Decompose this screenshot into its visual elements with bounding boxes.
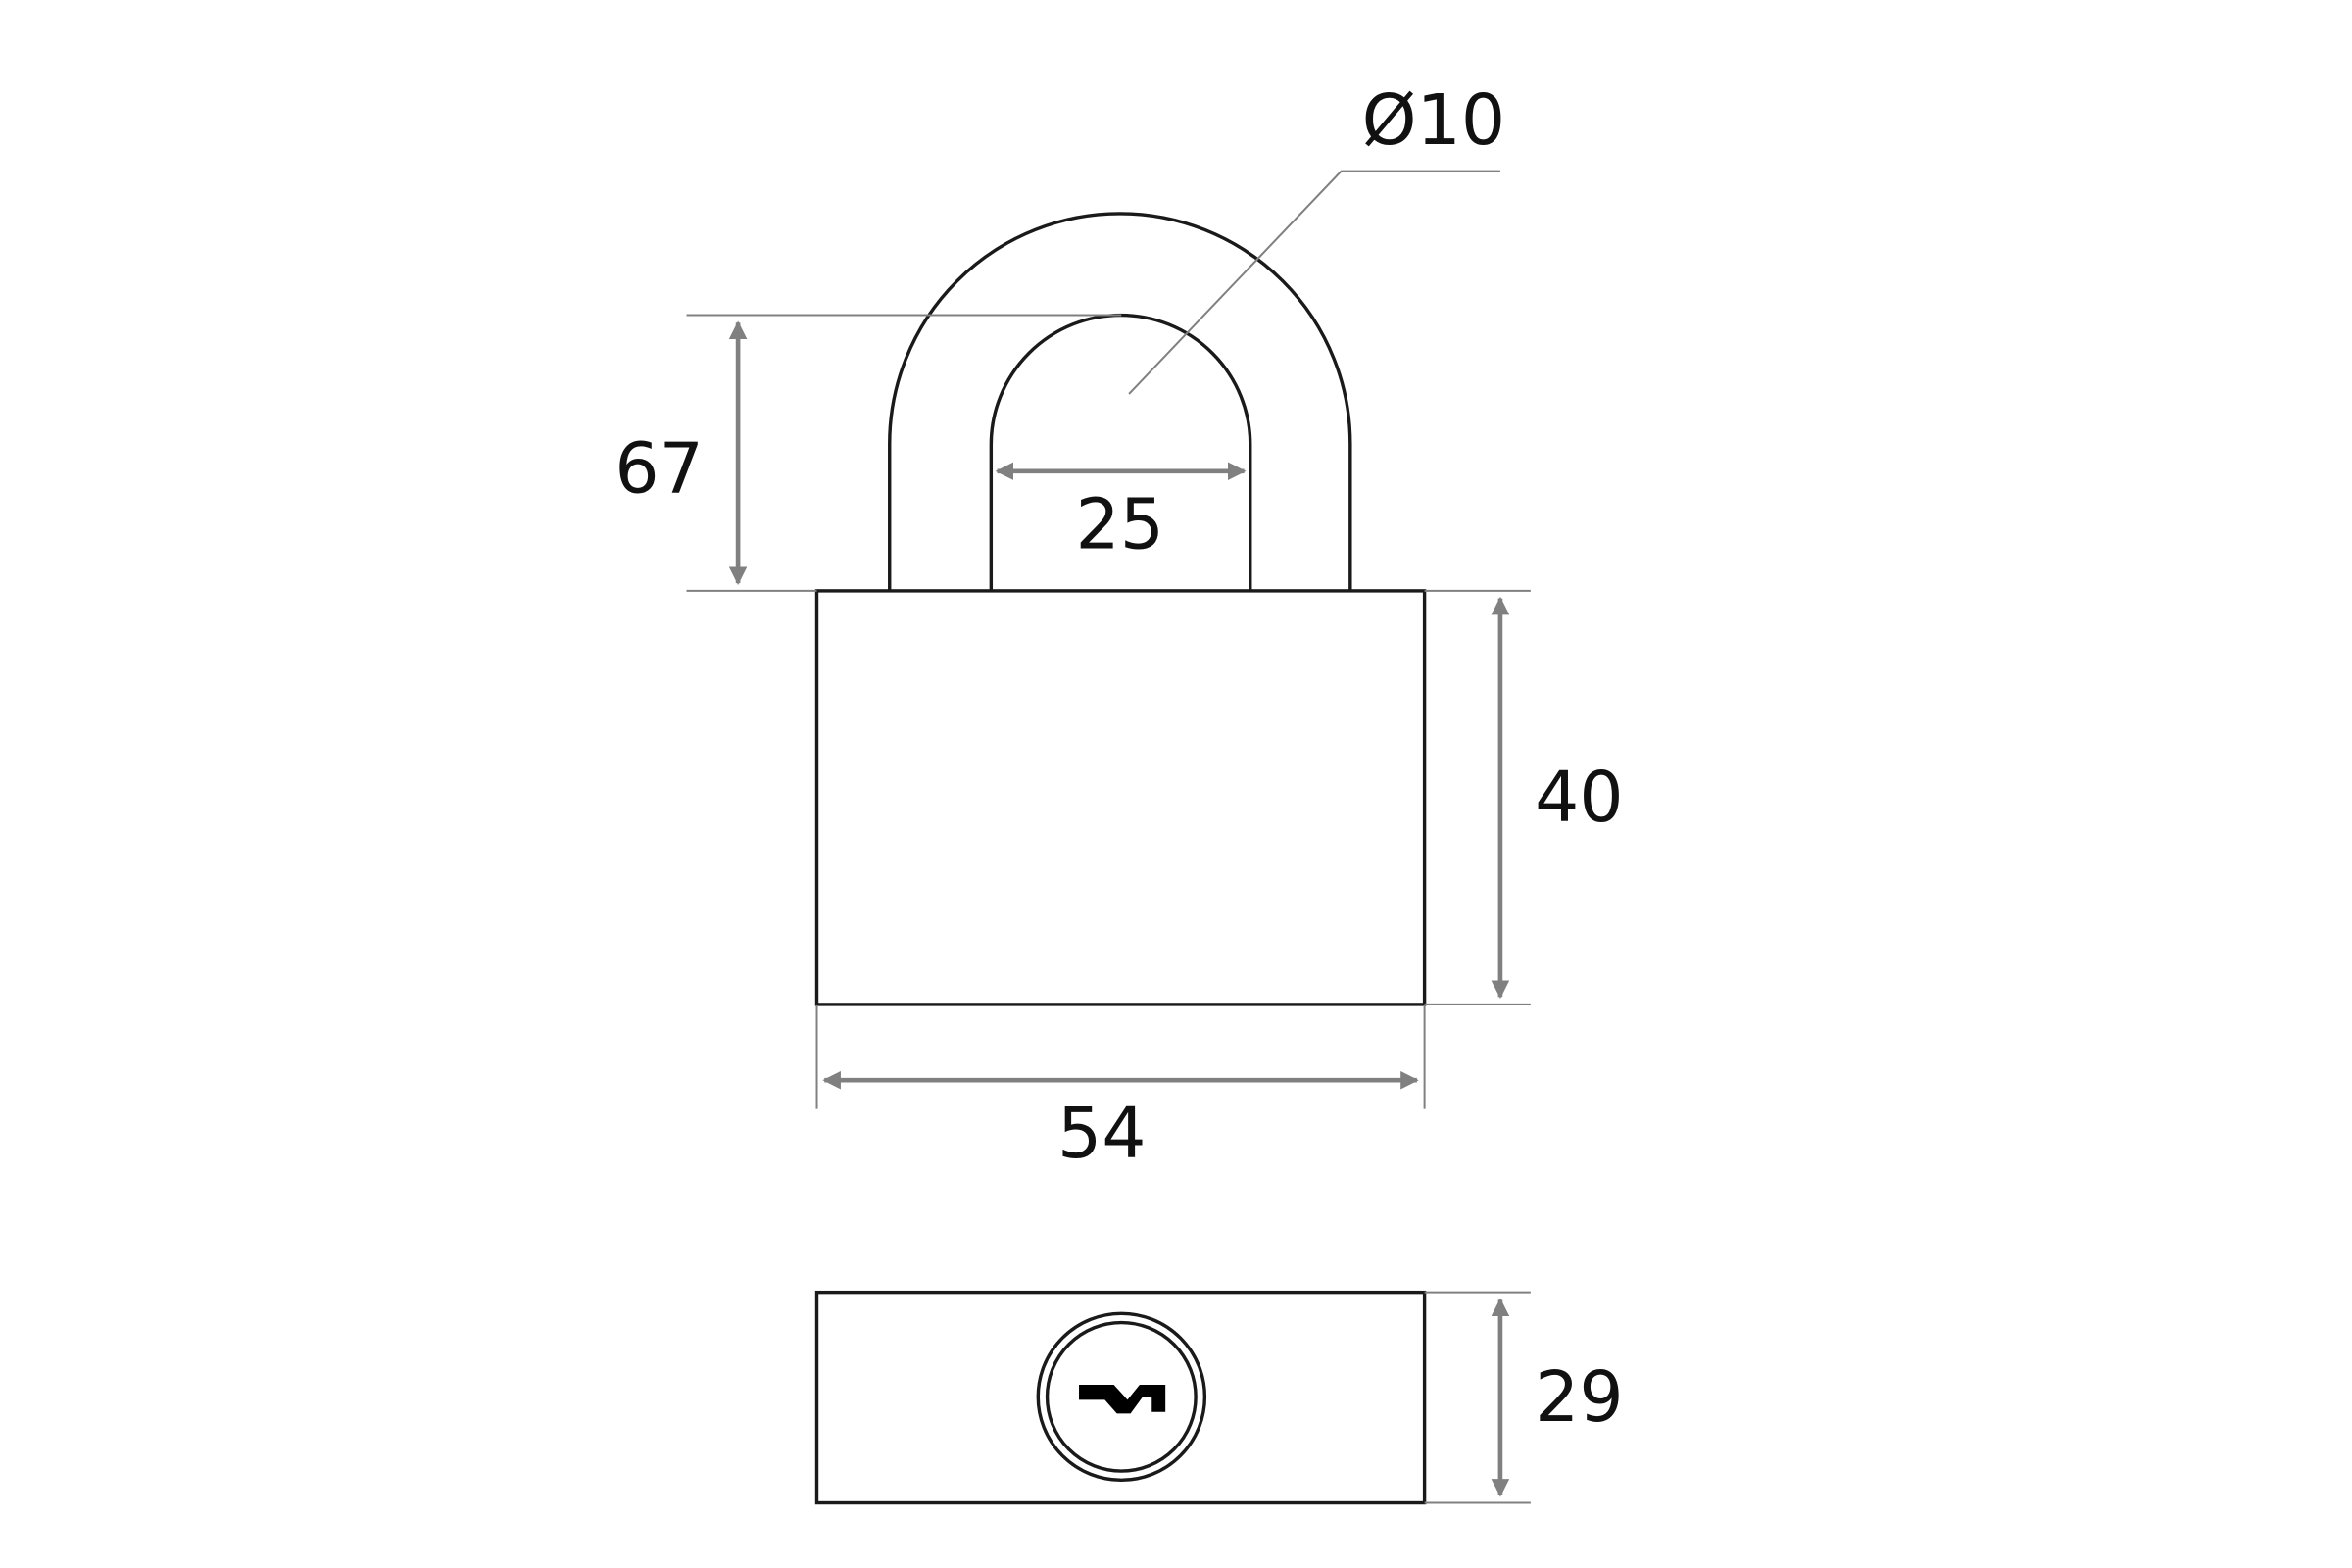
shackle-outer [888,212,1352,591]
front-view [814,212,1427,1006]
dimension-body-thickness: 29 [1424,1291,1624,1504]
dimension-body-height: 40 [1424,589,1624,1005]
dimension-label-67: 67 [614,427,703,509]
dimension-label-diameter: Ø10 [1362,79,1505,161]
dimension-label-29: 29 [1535,1356,1623,1438]
bottom-view [814,1290,1427,1505]
dimension-label-54: 54 [1057,1093,1146,1174]
lock-body [814,589,1427,1006]
dimension-body-width: 54 [815,1004,1426,1174]
dimension-label-25: 25 [1076,484,1164,565]
lock-body-bottom [814,1290,1427,1505]
dimension-label-40: 40 [1535,757,1623,838]
dimension-shackle-diameter: Ø10 [1128,79,1505,395]
dimension-shackle-inner-width: 25 [995,462,1247,565]
keyway-icon [1079,1384,1166,1414]
keyhole-cylinder-outer [1036,1311,1207,1483]
keyhole-cylinder-inner [1045,1320,1198,1473]
dimension-shackle-height: 67 [614,314,1122,592]
